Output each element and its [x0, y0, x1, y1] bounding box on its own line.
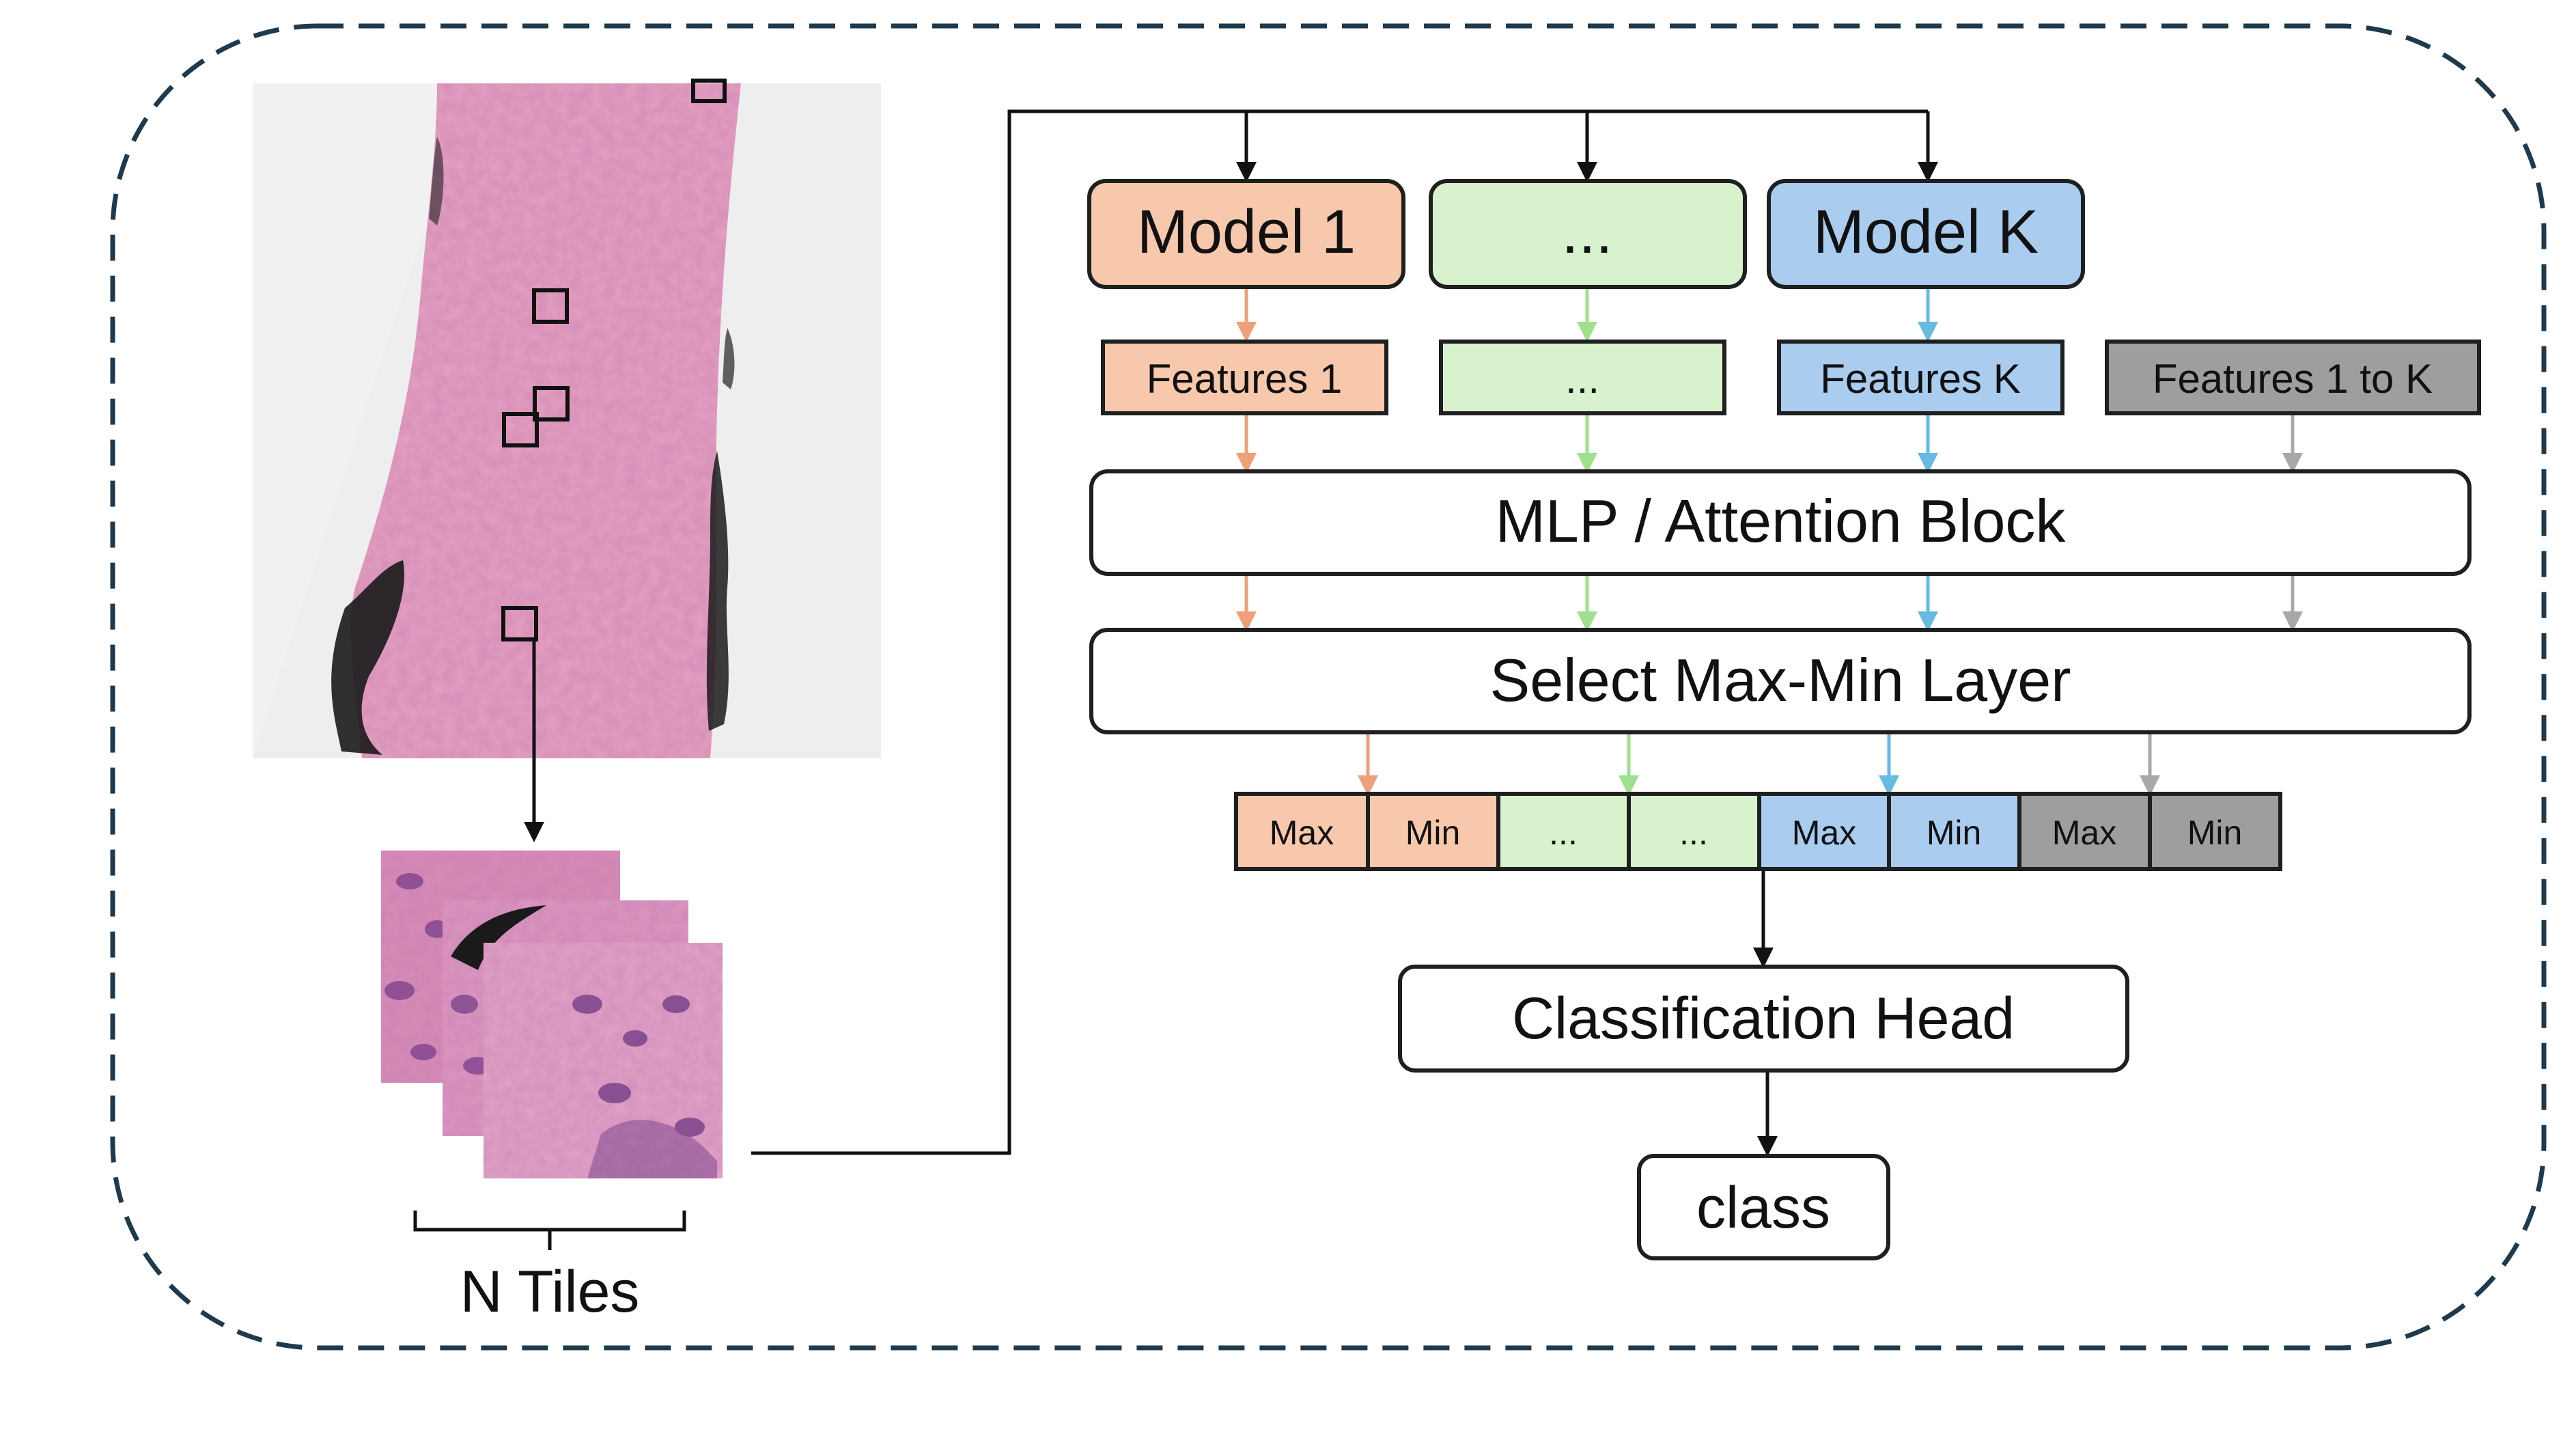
classification-head-label: Classification Head	[1512, 986, 2015, 1051]
features-mid-box: ...	[1439, 340, 1726, 415]
model-1-label: Model 1	[1137, 198, 1356, 266]
features-row: Features 1 ... Features K Features 1 to …	[1101, 340, 2481, 415]
features-1-box: Features 1	[1101, 340, 1388, 415]
class-output-label: class	[1696, 1175, 1830, 1241]
tiles-brace	[413, 1211, 686, 1250]
features-k-box: Features K	[1777, 340, 2064, 415]
tile-box	[501, 606, 538, 641]
tile-box	[533, 386, 570, 422]
features-1-to-k-box: Features 1 to K	[2105, 340, 2481, 415]
svg-text:...: ...	[1679, 814, 1708, 852]
maxmin-cell: Max	[1757, 792, 1891, 871]
svg-text:Min: Min	[2187, 814, 2243, 852]
maxmin-cell: Min	[1887, 792, 2021, 871]
maxmin-cell: Max	[1234, 792, 1370, 871]
model-k-label: Model K	[1813, 198, 2039, 266]
model-k-box: Model K	[1767, 179, 2085, 289]
maxmin-cell: Min	[2148, 792, 2282, 871]
tile-image	[484, 943, 723, 1178]
maxmin-cell: ...	[1627, 792, 1761, 871]
model-mid-box: ...	[1429, 179, 1747, 289]
model-row: Model 1 ... Model K	[1087, 179, 2085, 289]
svg-text:...: ...	[1549, 814, 1578, 852]
mlp-attention-block: MLP / Attention Block	[1089, 469, 2472, 576]
outer-dashed-frame	[110, 23, 2547, 1351]
select-layer-label: Select Max-Min Layer	[1490, 646, 2071, 714]
svg-text:Max: Max	[2052, 814, 2116, 852]
connector-tiles-to-models	[751, 109, 1928, 1155]
features-1-to-k-label: Features 1 to K	[2153, 356, 2433, 402]
whole-slide-image	[253, 79, 881, 758]
class-output-box: class	[1637, 1154, 1890, 1260]
model-1-box: Model 1	[1087, 179, 1405, 289]
tiles-label: N Tiles	[460, 1259, 640, 1325]
tile-box	[532, 288, 569, 324]
features-mid-label: ...	[1565, 356, 1599, 402]
maxmin-cell: ...	[1496, 792, 1631, 871]
svg-text:Min: Min	[1405, 814, 1461, 852]
svg-text:Min: Min	[1927, 814, 1982, 852]
svg-text:Max: Max	[1270, 814, 1334, 852]
maxmin-row: Max Min ... ... Max Min Max Min	[1234, 792, 2282, 871]
features-1-label: Features 1	[1147, 356, 1343, 402]
classification-head-box: Classification Head	[1398, 965, 2129, 1073]
model-mid-label: ...	[1561, 198, 1612, 266]
tile-stack	[381, 851, 723, 1178]
maxmin-cell: Max	[2017, 792, 2152, 871]
mlp-attention-label: MLP / Attention Block	[1496, 487, 2067, 555]
svg-text:Max: Max	[1792, 814, 1856, 852]
maxmin-cell: Min	[1366, 792, 1500, 871]
select-max-min-layer: Select Max-Min Layer	[1089, 628, 2472, 734]
features-k-label: Features K	[1820, 356, 2020, 402]
tile-box	[691, 79, 727, 103]
tile-box	[502, 412, 539, 447]
